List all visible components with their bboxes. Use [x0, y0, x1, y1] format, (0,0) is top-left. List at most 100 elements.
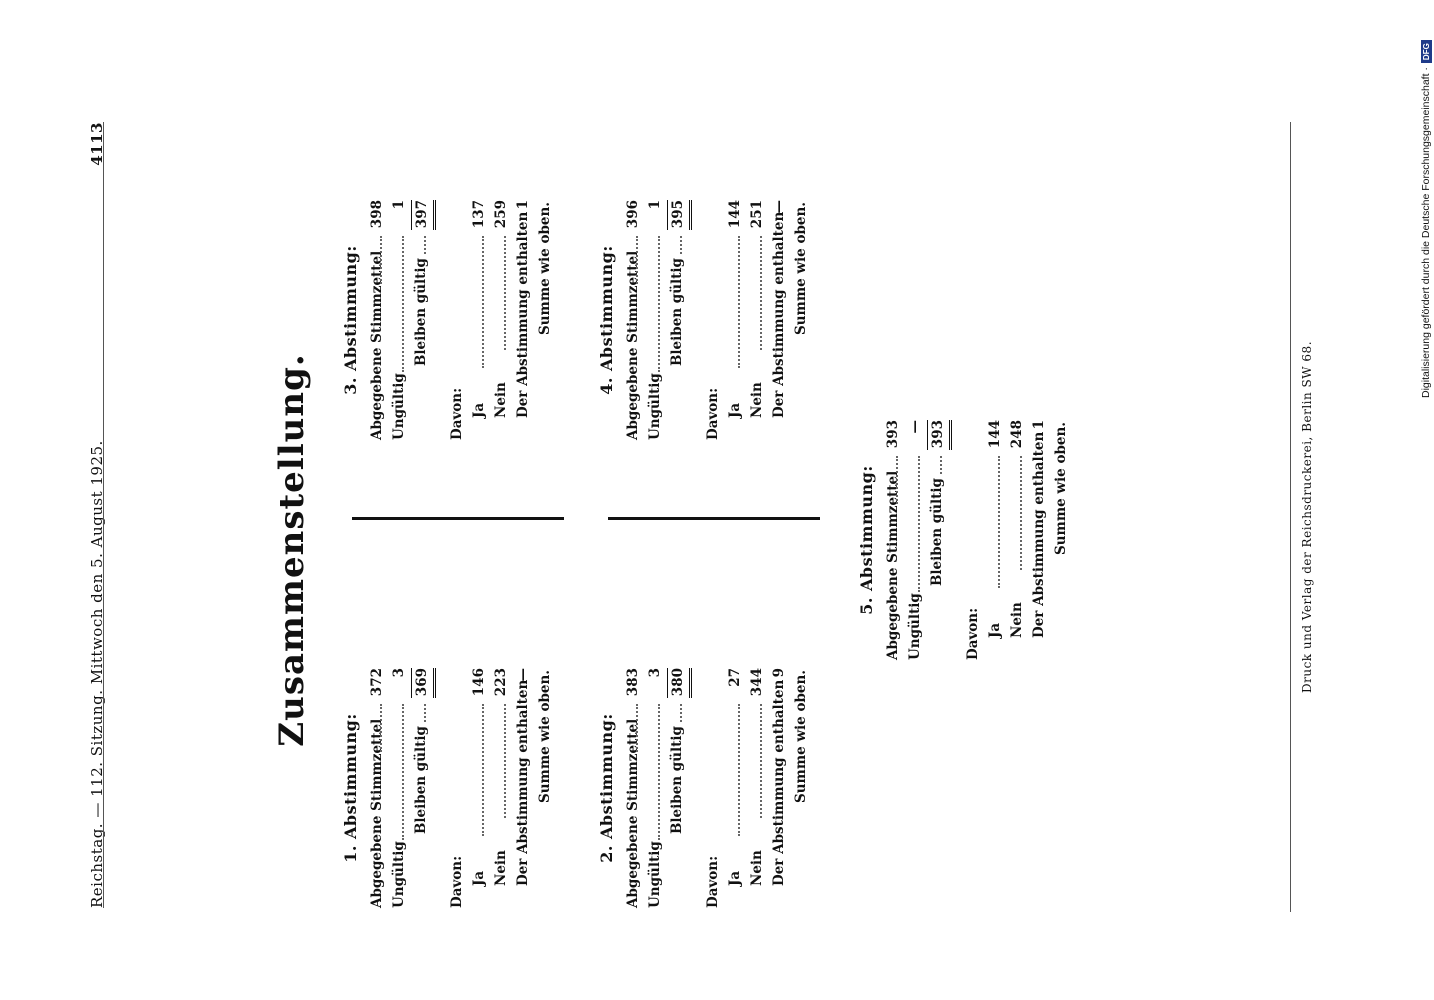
enthalten-row: Der Abstimmung enthalten— [513, 668, 535, 908]
bleiben-label: Bleiben gültig [669, 726, 685, 834]
ungueltig-value: 1 [647, 200, 663, 210]
ungueltig-value: — [907, 420, 923, 434]
ja-label: Ja [471, 402, 487, 418]
vote-title: 3. Abstimmung: [341, 245, 360, 395]
enthalten-label: Der Abstimmung enthalten [771, 679, 787, 886]
nein-row: Nein 223 [491, 668, 513, 908]
nein-value: 248 [1009, 420, 1025, 449]
abgegebene-value: 393 [885, 420, 901, 449]
leader-dots [1020, 456, 1022, 570]
bleiben-row: Bleiben gültig 380 [667, 668, 692, 908]
leader-dots [402, 704, 404, 840]
vote-title: 1. Abstimmung: [341, 713, 360, 863]
ja-value: 146 [471, 668, 487, 697]
abgegebene-label: Abgegebene Stimmzettel [369, 250, 385, 440]
ja-label: Ja [727, 402, 743, 418]
leader-dots [424, 236, 426, 254]
dfg-notice: Digitalisierung gefördert durch die Deut… [1420, 8, 1434, 398]
summe-label: Summe wie oben. [1053, 422, 1069, 556]
davon-label: Davon: [705, 387, 721, 440]
summe-row: Summe wie oben. [791, 200, 813, 440]
page-title: Zusammenstellung. [272, 353, 312, 747]
ungueltig-label: Ungültig [647, 841, 663, 908]
enthalten-label: Der Abstimmung enthalten [1031, 431, 1047, 638]
summe-row: Summe wie oben. [791, 668, 813, 908]
spacer [433, 668, 447, 908]
bleiben-value: 393 [927, 420, 952, 450]
bleiben-row: Bleiben gültig 397 [411, 200, 436, 440]
dfg-logo: DFG [1420, 40, 1432, 64]
leader-dots [658, 236, 660, 372]
bleiben-value: 380 [667, 668, 692, 698]
nein-value: 344 [749, 668, 765, 697]
ungueltig-value: 1 [391, 200, 407, 210]
abgegebene-value: 398 [369, 200, 385, 229]
enthalten-value: 1 [1031, 420, 1047, 430]
summe-row: Summe wie oben. [1051, 420, 1073, 660]
enthalten-value: — [515, 668, 531, 682]
davon-row: Davon: [703, 200, 725, 440]
ungueltig-label: Ungültig [391, 841, 407, 908]
leader-dots [760, 236, 762, 350]
running-header: Reichstag. — 112. Sitzung. Mittwoch den … [88, 122, 112, 908]
spacer [689, 668, 703, 908]
bleiben-value: 369 [411, 668, 436, 698]
ja-value: 144 [727, 200, 743, 229]
leader-dots [940, 456, 942, 474]
ungueltig-label: Ungültig [647, 373, 663, 440]
ungueltig-value: 3 [391, 668, 407, 678]
leader-dots [738, 236, 740, 368]
enthalten-value: — [771, 200, 787, 214]
abgegebene-value: 396 [625, 200, 641, 229]
nein-row: Nein 344 [747, 668, 769, 908]
summe-label: Summe wie oben. [537, 670, 553, 804]
summe-label: Summe wie oben. [793, 202, 809, 336]
davon-label: Davon: [449, 855, 465, 908]
bleiben-label: Bleiben gültig [669, 258, 685, 366]
leader-dots [896, 456, 898, 504]
ja-label: Ja [727, 870, 743, 886]
nein-label: Nein [749, 382, 765, 418]
ja-value: 144 [987, 420, 1003, 449]
leader-dots [504, 236, 506, 350]
nein-label: Nein [749, 850, 765, 886]
rotated-page: Reichstag. — 112. Sitzung. Mittwoch den … [0, 100, 1434, 1000]
davon-label: Davon: [449, 387, 465, 440]
davon-row: Davon: [447, 668, 469, 908]
ungueltig-label: Ungültig [907, 593, 923, 660]
nein-label: Nein [1009, 602, 1025, 638]
abgegebene-row: Abgegebene Stimmzettel 383 [623, 668, 645, 908]
leader-dots [636, 704, 638, 752]
nein-label: Nein [493, 850, 509, 886]
leader-dots [918, 456, 920, 592]
spacer [949, 420, 963, 660]
davon-row: Davon: [963, 420, 985, 660]
abgegebene-label: Abgegebene Stimmzettel [625, 718, 641, 908]
enthalten-value: 1 [515, 200, 531, 210]
ungueltig-label: Ungültig [391, 373, 407, 440]
bleiben-label: Bleiben gültig [413, 258, 429, 366]
ja-row: Ja 146 [469, 668, 491, 908]
abgegebene-value: 383 [625, 668, 641, 697]
enthalten-label: Der Abstimmung enthalten [771, 211, 787, 418]
leader-dots [998, 456, 1000, 588]
leader-dots [424, 704, 426, 722]
ungueltig-row: Ungültig — [905, 420, 927, 660]
ja-label: Ja [471, 870, 487, 886]
bleiben-value: 397 [411, 200, 436, 230]
abgegebene-value: 372 [369, 668, 385, 697]
nein-value: 223 [493, 668, 509, 697]
nein-value: 259 [493, 200, 509, 229]
